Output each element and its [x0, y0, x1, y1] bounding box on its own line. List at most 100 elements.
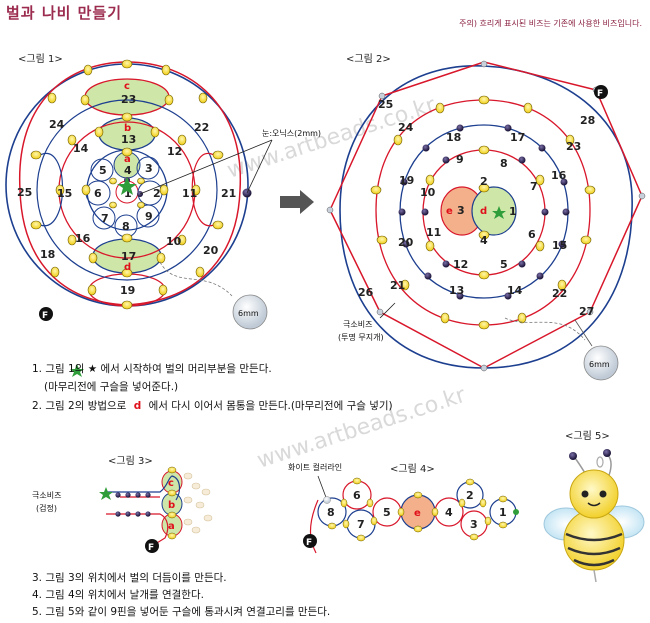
bead [159, 184, 169, 196]
fig3-seed-label-2: (검정) [36, 503, 57, 513]
bead [115, 492, 121, 498]
bead [195, 266, 205, 278]
bead [121, 147, 133, 157]
figure4-label: <그림 4> [390, 464, 435, 475]
fig2-num-20: 20 [398, 236, 414, 249]
bead [30, 150, 42, 160]
fig4-num-6: 6 [353, 489, 361, 502]
finish-marker-icon [594, 85, 608, 99]
fig1-num-19: 19 [120, 284, 135, 297]
fig1-finish-mark: F [42, 311, 48, 321]
bead [158, 284, 168, 296]
bee-mouth [587, 502, 601, 507]
watermark: www.artbeads.co.kr [254, 382, 469, 473]
fig3-blue-wire [106, 475, 181, 501]
bead [518, 260, 526, 268]
callout-line [574, 319, 593, 347]
fig4-num-3: 3 [470, 518, 478, 531]
fig2-num-25: 25 [378, 98, 393, 111]
fig3-letter-c: c [168, 478, 174, 489]
bead [504, 124, 512, 132]
bead [535, 174, 545, 186]
fig1-outer-red-ring [19, 61, 241, 306]
fig4-num-2: 2 [466, 489, 474, 502]
fig1-cell-5 [90, 158, 114, 182]
bead [115, 511, 121, 517]
antenna-bead [569, 452, 577, 460]
bead [167, 532, 177, 540]
fig1-num-15: 15 [57, 187, 72, 200]
white-color-label: 화이트 컬러라인 [288, 462, 342, 472]
bead [94, 126, 104, 138]
bead [55, 184, 65, 196]
fig3-finish-mark: F [148, 543, 154, 553]
fig2-num-12: 12 [453, 258, 468, 271]
fig2-letter-d: d [480, 206, 487, 217]
fig1-num-13: 13 [121, 133, 136, 146]
fig2-num-26: 26 [358, 286, 374, 299]
bead [456, 292, 464, 300]
bead [421, 208, 429, 216]
instruction-step-2-start: 2. 그림 2의 방법으로 [32, 400, 127, 412]
bead [87, 284, 97, 296]
bead [67, 234, 77, 246]
bead [50, 266, 60, 278]
bead [191, 184, 201, 196]
fig1-ring-3 [36, 99, 218, 281]
bead [565, 134, 575, 146]
bead [536, 272, 544, 280]
fig1-num-25: 25 [17, 186, 32, 199]
fig2-num-13: 13 [449, 284, 464, 297]
fig2-num-17: 17 [510, 131, 525, 144]
bead [376, 308, 384, 316]
fig2-num-11: 11 [426, 226, 441, 239]
callout-line [139, 139, 273, 195]
bead [538, 144, 546, 152]
fig2-ring-2 [399, 124, 569, 299]
page-title: 벌과 나비 만들기 [6, 4, 123, 22]
fig2-num-5: 5 [500, 258, 508, 271]
fig1-num-18: 18 [40, 248, 55, 261]
bead [422, 144, 430, 152]
fig2-seed-label-1: 극소비즈 [343, 320, 372, 329]
fig3-faded-beads [183, 472, 213, 534]
bead [125, 511, 131, 517]
fig4-num-1: 1 [499, 506, 507, 519]
bead [478, 95, 490, 105]
fig1-num-10: 10 [166, 235, 182, 248]
bead [480, 60, 488, 68]
fig1-num-1: 1 [124, 187, 132, 200]
notice-text: 주의) 흐리게 표시된 비즈는 기존에 사용한 비즈입니다. [459, 19, 642, 28]
fig1-num-11: 11 [182, 187, 197, 200]
6mm-bead-icon [583, 345, 619, 381]
fig2-num-24: 24 [398, 121, 414, 134]
fig1-num-22: 22 [194, 121, 209, 134]
fig2-num-23: 23 [566, 140, 581, 153]
instruction-step-4: 4. 그림 4의 위치에서 날개를 연결한다. [32, 589, 204, 601]
fig2-num-16: 16 [551, 169, 567, 182]
callout-line [379, 302, 396, 319]
fig1-num-24: 24 [49, 118, 65, 131]
bead [121, 268, 133, 278]
callout-line [246, 139, 273, 194]
bead [81, 184, 91, 196]
bead [378, 92, 386, 100]
bead [177, 134, 187, 146]
bead [376, 235, 388, 245]
fig2-beads [326, 60, 646, 372]
bead [435, 102, 445, 114]
bead [580, 235, 592, 245]
fig1-cell-7 [92, 206, 116, 230]
finish-marker-icon [39, 307, 53, 321]
fig3-seed-label-1: 극소비즈 [32, 491, 61, 500]
figure5-label: <그림 5> [565, 431, 610, 442]
fig1-num-20: 20 [203, 244, 219, 257]
bead [480, 364, 488, 372]
fig1-numbers: 23 c b 13 a 4 1 2 3 5 6 7 8 9 10 11 12 1… [17, 81, 236, 297]
fig2-num-18: 18 [446, 131, 461, 144]
fig3-letter-b: b [168, 500, 175, 511]
fig4-num-7: 7 [357, 518, 365, 531]
bead-pointer-line [504, 317, 586, 341]
bead [109, 201, 117, 209]
fig2-num-14: 14 [507, 284, 523, 297]
